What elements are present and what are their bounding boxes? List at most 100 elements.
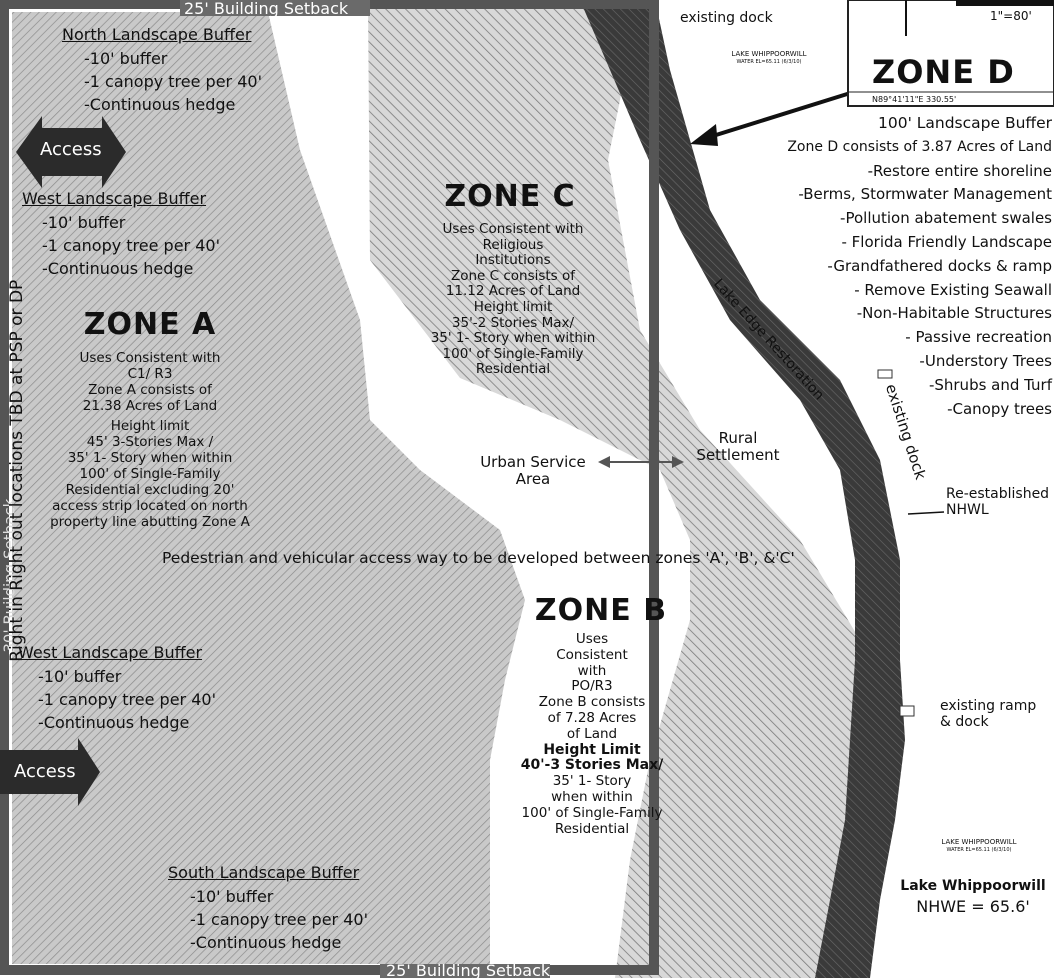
lake-small-1-name: LAKE WHIPPOORWILL xyxy=(731,50,807,58)
zone-b-height-line: Height Limit xyxy=(543,741,641,758)
zone-c-text: Uses Consistent with Religious Instituti… xyxy=(420,221,606,378)
dock-marker-mid xyxy=(877,369,893,379)
existing-ramp-label: existing ramp & dock xyxy=(940,698,1037,731)
zone-c-title: ZONE C xyxy=(444,179,576,214)
pedestrian-note: Pedestrian and vehicular access way to b… xyxy=(162,549,795,567)
west-buffer-1-line-2: -1 canopy tree per 40' xyxy=(42,236,220,255)
zone-d-line: -Understory Trees xyxy=(919,351,1052,370)
zone-c-line: 100' of Single-Family xyxy=(442,345,584,362)
lake-name-label: Lake Whippoorwill xyxy=(900,878,1046,894)
bottom-setback-label: 25' Building Setback xyxy=(386,961,551,980)
west-buffer-1-line-3: -Continuous hedge xyxy=(42,259,194,278)
zone-d-line: -Canopy trees xyxy=(947,399,1052,418)
arrowhead-left xyxy=(598,456,610,468)
bearing-label: N89°41'11"E 330.55' xyxy=(872,95,957,104)
zone-c-line: 35'-2 Stories Max/ xyxy=(451,314,575,331)
zone-d-pointer xyxy=(699,88,861,142)
arrowhead-right xyxy=(672,456,684,468)
zone-a-line: Height limit xyxy=(110,418,190,434)
zone-b-line: of 7.28 Acres xyxy=(547,709,637,726)
zone-a-line: C1/ R3 xyxy=(127,366,173,382)
zone-c-area xyxy=(368,0,900,978)
west-buffer-2-line-1: -10' buffer xyxy=(38,667,122,686)
zone-a-text: Uses Consistent with C1/ R3 Zone A consi… xyxy=(30,350,270,530)
zone-a-area xyxy=(12,12,525,964)
zone-d-line: -Restore entire shoreline xyxy=(867,161,1052,180)
nhwl-label: Re-established NHWL xyxy=(946,486,1050,519)
west-buffer-1-line-1: -10' buffer xyxy=(42,213,126,232)
zone-c-line: 11.12 Acres of Land xyxy=(445,283,581,300)
zone-d-line: -Pollution abatement swales xyxy=(840,209,1052,228)
dock-marker-ramp xyxy=(899,705,915,717)
nhwe-label: NHWE = 65.6' xyxy=(916,897,1030,916)
lake-small-1-water: WATER EL=65.11 (6/3/10) xyxy=(736,59,802,65)
zone-c-line: Uses Consistent with xyxy=(442,221,584,237)
north-buffer-line-2: -1 canopy tree per 40' xyxy=(84,72,262,91)
zone-a-line: 100' of Single-Family xyxy=(79,466,221,482)
zone-b-line: of Land xyxy=(566,725,618,742)
lake-small-2-water: WATER EL=65.11 (6/3/10) xyxy=(946,847,1012,853)
zone-a-title: ZONE A xyxy=(83,307,217,342)
south-buffer-line-1: -10' buffer xyxy=(190,887,274,906)
inset-box xyxy=(847,0,1054,107)
zone-b-line: with xyxy=(577,662,607,679)
zone-d-line: 100' Landscape Buffer xyxy=(877,114,1052,132)
south-buffer-title: South Landscape Buffer xyxy=(168,863,360,882)
zone-d-line: -Berms, Stormwater Management xyxy=(798,185,1052,204)
zone-a-line: 35' 1- Story when within xyxy=(67,450,233,466)
zone-a-line: 21.38 Acres of Land xyxy=(82,398,218,414)
north-buffer-title: North Landscape Buffer xyxy=(62,25,252,44)
top-setback-bar xyxy=(180,0,370,16)
zone-b-line: Zone B consists xyxy=(538,694,646,711)
zone-b-line: Consistent xyxy=(556,646,628,663)
access-arrow-top xyxy=(16,116,126,188)
north-buffer-line-1: -10' buffer xyxy=(84,49,168,68)
nhwl-pointer xyxy=(907,511,945,515)
zone-a-line: property line abutting Zone A xyxy=(50,514,250,530)
south-buffer-line-2: -1 canopy tree per 40' xyxy=(190,910,368,929)
zone-a-line: Residential excluding 20' xyxy=(65,482,235,498)
west-buffer-2-line-2: -1 canopy tree per 40' xyxy=(38,690,216,709)
top-setback-label: 25' Building Setback xyxy=(184,0,349,18)
zone-c-line: Residential xyxy=(475,361,551,378)
zone-c-line: Zone C consists of xyxy=(450,267,576,284)
zone-a-line: Zone A consists of xyxy=(88,382,212,398)
zone-d-line: - Passive recreation xyxy=(905,328,1052,347)
existing-dock-top-label: existing dock xyxy=(680,10,773,26)
west-buffer-1-title: West Landscape Buffer xyxy=(22,189,207,208)
zone-b-line-2: Residential xyxy=(554,820,630,837)
zone-c-line: 35' 1- Story when within xyxy=(430,330,596,347)
north-buffer-line-3: -Continuous hedge xyxy=(84,95,236,114)
zone-c-line: Height limit xyxy=(473,298,553,315)
zone-d-pointer-head xyxy=(690,124,718,146)
zone-d-line: -Non-Habitable Structures xyxy=(856,304,1052,323)
south-buffer-line-3: -Continuous hedge xyxy=(190,933,342,952)
access-label-top: Access xyxy=(40,139,102,160)
zone-d-text: 100' Landscape Buffer Zone D consists of… xyxy=(772,112,1052,421)
zone-b-line-2: 100' of Single-Family xyxy=(521,804,663,821)
rural-settlement-label: Rural Settlement xyxy=(696,429,780,465)
lake-small-2-name: LAKE WHIPPOORWILL xyxy=(941,838,1017,846)
west-buffer-2-title: West Landscape Buffer xyxy=(18,643,203,662)
zone-c-line: Institutions xyxy=(475,252,551,269)
zone-d-title: ZONE D xyxy=(872,53,1015,91)
access-label-bottom: Access xyxy=(14,761,76,782)
zone-d-line: Zone D consists of 3.87 Acres of Land xyxy=(787,138,1052,155)
zone-a-line: access strip located on north xyxy=(52,498,248,514)
zone-b-title: ZONE B xyxy=(534,593,668,628)
access-arrow-bottom xyxy=(0,738,100,806)
zone-a-line: Uses Consistent with xyxy=(79,350,221,366)
zone-d-line: - Florida Friendly Landscape xyxy=(841,232,1053,251)
bottom-setback-bar xyxy=(380,964,550,978)
scale-bar xyxy=(956,0,1054,6)
zone-a-line: 45' 3-Stories Max / xyxy=(86,434,214,450)
zone-b-text: Uses Consistent with PO/R3 Zone B consis… xyxy=(510,631,674,837)
west-buffer-2-line-3: -Continuous hedge xyxy=(38,713,190,732)
zone-b-height-line: 40'-3 Stories Max/ xyxy=(520,757,664,774)
zone-c-line: Religious xyxy=(482,236,544,253)
zone-d-line: -Shrubs and Turf xyxy=(928,375,1052,394)
zone-b-line-2: 35' 1- Story xyxy=(552,773,632,790)
scale-label: 1"=80' xyxy=(990,9,1032,23)
access-note-label: Right in Right out locations TBD at PSP … xyxy=(7,279,28,662)
